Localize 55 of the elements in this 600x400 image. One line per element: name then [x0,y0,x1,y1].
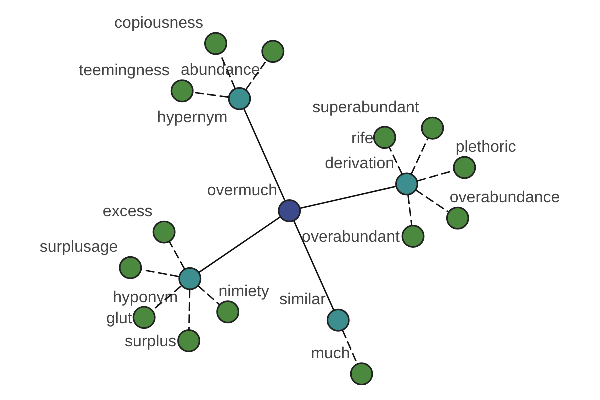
connector [152,286,182,312]
node-circle [261,40,284,64]
node-circle [401,225,424,248]
node-label: hypernym [156,109,228,126]
connector [292,220,334,311]
connector [414,190,448,213]
node-circle [372,126,396,150]
node-label: overabundant [302,229,400,246]
node-circle [452,156,476,180]
node-circle [178,267,202,290]
connector [188,290,190,330]
connector [407,195,412,226]
node-circle [170,80,194,103]
node-label: rife [351,130,374,148]
connector [300,186,396,210]
node-circle [132,306,156,330]
node-label: much [310,345,350,362]
node-circle [420,116,444,140]
node-label: abundance [180,62,260,80]
node-label: hyponym [112,289,178,306]
node-label: surplusage [39,239,118,256]
node-circle [326,308,350,332]
node-circle [177,330,200,352]
connector [168,241,186,270]
node-label: nimiety [218,283,269,300]
node-label: excess [102,204,152,221]
node-circle [350,362,373,386]
node-label: glut [106,310,132,328]
node-label: plethoric [455,139,516,156]
node-circle [228,87,251,110]
connector [198,216,280,274]
node-label: overabundance [449,190,560,207]
connector [219,53,236,90]
connector [197,285,220,306]
node-label: copiousness [114,15,204,32]
connector [410,138,428,175]
connector [243,108,286,201]
connector [388,147,402,175]
connector [140,269,179,278]
connector [416,170,454,182]
node-label: similar [279,292,326,309]
connector [245,60,267,90]
node-label: superabundant [312,100,419,117]
node-circle [118,256,142,280]
node-label: overmuch [206,182,278,200]
node-circle [204,32,227,56]
node-label: surplus [124,334,176,351]
node-circle [216,300,240,324]
node-label: derivation [324,156,394,173]
node-circle [152,220,176,244]
node-circle [278,199,301,222]
node-circle [446,206,469,230]
node-circle [395,172,418,196]
connector [192,92,228,98]
node-label: teemingness [78,62,170,80]
